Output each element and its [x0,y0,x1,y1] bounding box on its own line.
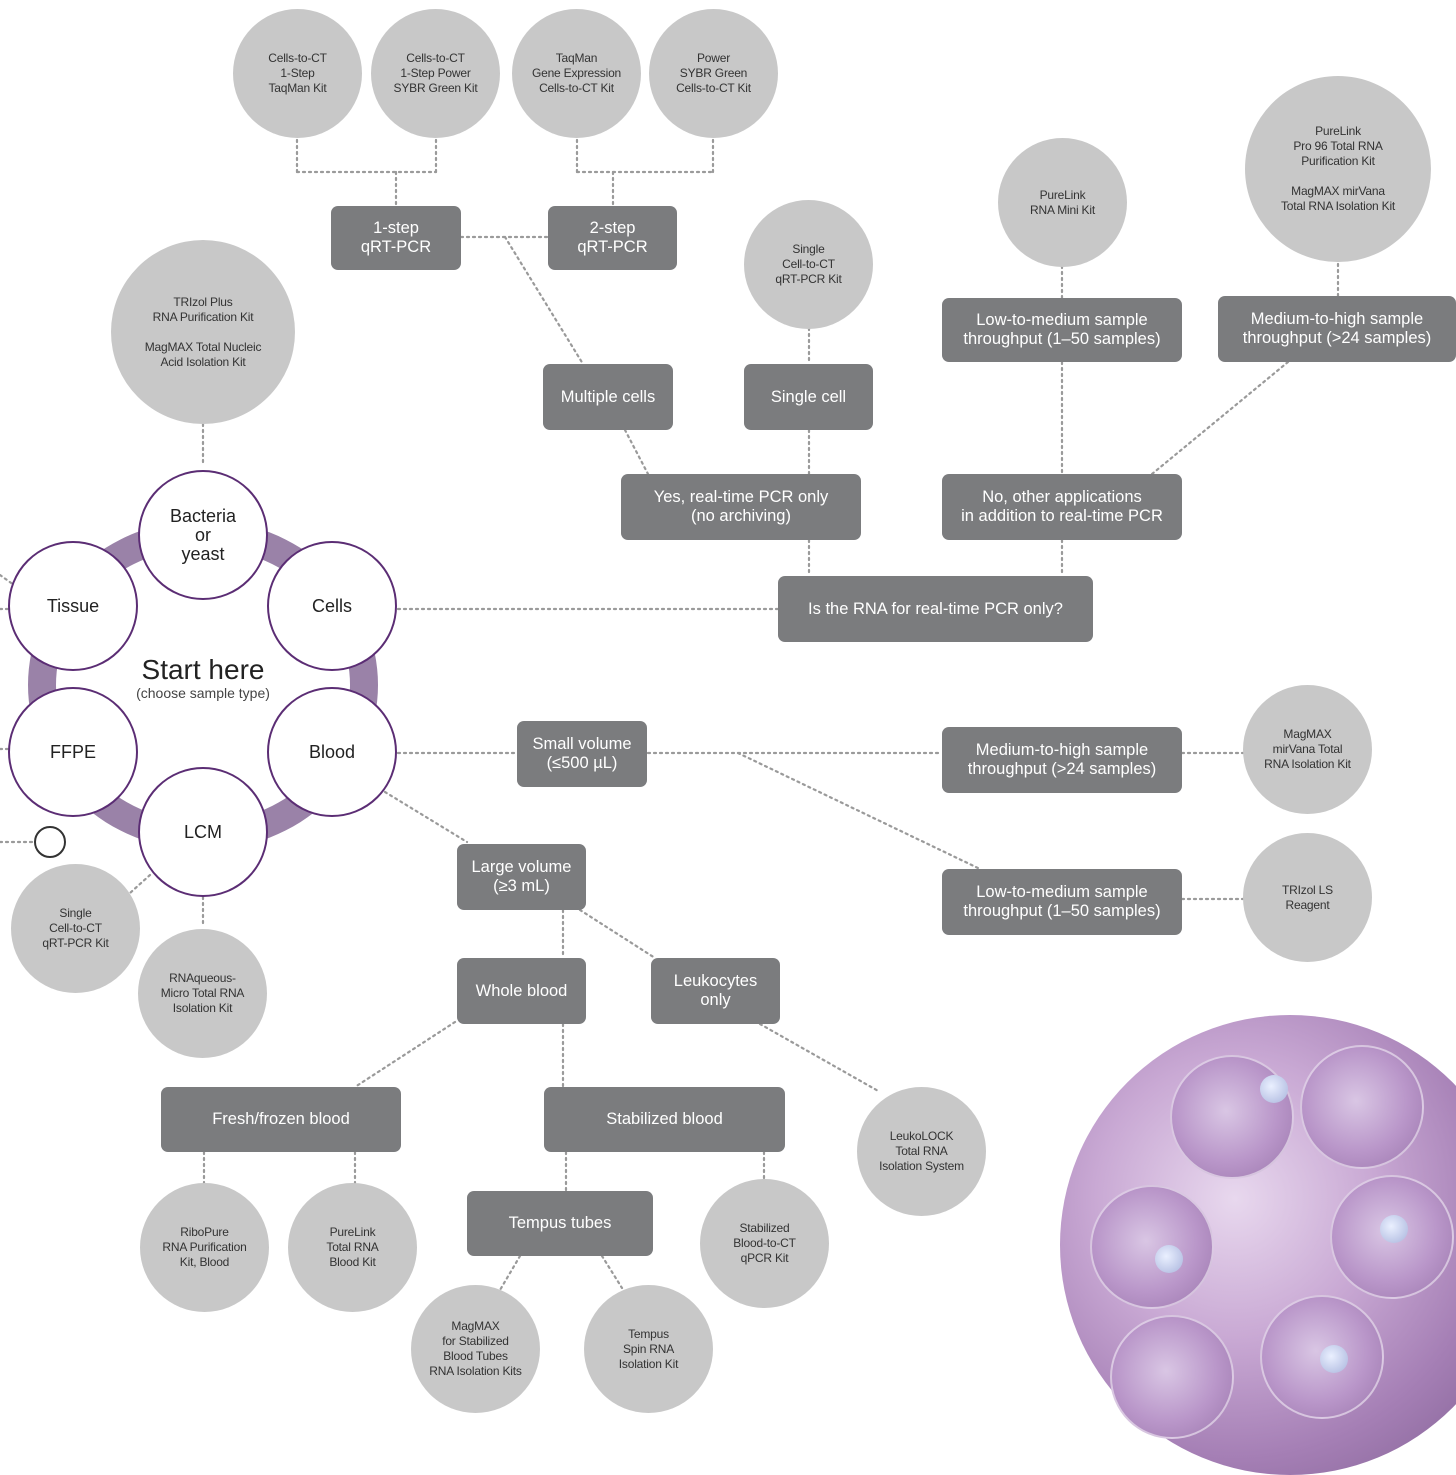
box-no-other-applications[interactable]: No, other applications in addition to re… [942,474,1182,540]
kit-magmax-mirvana-total-rna[interactable]: MagMAX mirVana Total RNA Isolation Kit [1243,685,1372,814]
cell-nucleus [1380,1215,1408,1243]
kit-purelink-total-rna-blood[interactable]: PureLink Total RNA Blood Kit [288,1183,417,1312]
connector-lines [0,138,1340,1292]
box-two-step-qrt-pcr[interactable]: 2-step qRT-PCR [548,206,677,270]
cell-lobe [1110,1315,1234,1439]
cell-lobe [1170,1055,1294,1179]
kit-rnaqueous-micro[interactable]: RNAqueous- Micro Total RNA Isolation Kit [138,929,267,1058]
kit-taqman-gene-expression[interactable]: TaqMan Gene Expression Cells-to-CT Kit [512,9,641,138]
kit-ribopure-blood[interactable]: RiboPure RNA Purification Kit, Blood [140,1183,269,1312]
box-multiple-cells[interactable]: Multiple cells [543,364,673,430]
box-stabilized-blood[interactable]: Stabilized blood [544,1087,785,1152]
kit-trizol-plus-magmax-tna[interactable]: TRIzol Plus RNA Purification Kit MagMAX … [111,240,295,424]
box-one-step-qrt-pcr[interactable]: 1-step qRT-PCR [331,206,461,270]
cell-nucleus [1320,1345,1348,1373]
sample-cells[interactable]: Cells [267,541,397,671]
kit-power-sybr-green[interactable]: Power SYBR Green Cells-to-CT Kit [649,9,778,138]
start-subtitle: (choose sample type) [136,685,270,701]
box-whole-blood[interactable]: Whole blood [457,958,586,1024]
cell-lobe [1090,1185,1214,1309]
box-large-volume[interactable]: Large volume (≥3 mL) [457,844,586,910]
cell-lobe [1300,1045,1424,1169]
box-yes-real-time-pcr[interactable]: Yes, real-time PCR only (no archiving) [621,474,861,540]
kit-trizol-ls-reagent[interactable]: TRIzol LS Reagent [1243,833,1372,962]
cell-illustration [1060,1015,1456,1475]
box-medium-high-blood[interactable]: Medium-to-high sample throughput (>24 sa… [942,727,1182,793]
kit-purelink-pro96-magmax-mirvana[interactable]: PureLink Pro 96 Total RNA Purification K… [1245,76,1431,262]
start-label: Start here (choose sample type) [128,654,278,702]
cell-nucleus [1155,1245,1183,1273]
box-tempus-tubes[interactable]: Tempus tubes [467,1191,653,1256]
box-single-cell[interactable]: Single cell [744,364,873,430]
cell-nucleus [1260,1075,1288,1103]
sample-ffpe[interactable]: FFPE [8,687,138,817]
box-low-medium-cells[interactable]: Low-to-medium sample throughput (1–50 sa… [942,298,1182,362]
small-outline-circle [34,826,66,858]
sample-lcm[interactable]: LCM [138,767,268,897]
kit-stabilized-blood-to-ct[interactable]: Stabilized Blood-to-CT qPCR Kit [700,1179,829,1308]
kit-single-cell-to-ct-lcm[interactable]: Single Cell-to-CT qRT-PCR Kit [11,864,140,993]
box-small-volume[interactable]: Small volume (≤500 µL) [517,721,647,787]
kit-purelink-rna-mini[interactable]: PureLink RNA Mini Kit [998,138,1127,267]
box-leukocytes-only[interactable]: Leukocytes only [651,958,780,1024]
kit-cells-to-ct-1-step-power[interactable]: Cells-to-CT 1-Step Power SYBR Green Kit [371,9,500,138]
kit-tempus-spin-rna[interactable]: Tempus Spin RNA Isolation Kit [584,1285,713,1413]
sample-tissue[interactable]: Tissue [8,541,138,671]
kit-cells-to-ct-1-step-taqman[interactable]: Cells-to-CT 1-Step TaqMan Kit [233,9,362,138]
sample-bacteria-or-yeast[interactable]: Bacteria or yeast [138,470,268,600]
start-title: Start here [141,654,265,685]
sample-blood[interactable]: Blood [267,687,397,817]
kit-magmax-stabilized-blood-tubes[interactable]: MagMAX for Stabilized Blood Tubes RNA Is… [411,1285,540,1413]
box-fresh-frozen-blood[interactable]: Fresh/frozen blood [161,1087,401,1152]
kit-single-cell-to-ct[interactable]: Single Cell-to-CT qRT-PCR Kit [744,200,873,329]
kit-leukolock[interactable]: LeukoLOCK Total RNA Isolation System [857,1087,986,1216]
box-medium-high-cells[interactable]: Medium-to-high sample throughput (>24 sa… [1218,296,1456,362]
box-low-medium-blood[interactable]: Low-to-medium sample throughput (1–50 sa… [942,869,1182,935]
box-rna-question[interactable]: Is the RNA for real-time PCR only? [778,576,1093,642]
